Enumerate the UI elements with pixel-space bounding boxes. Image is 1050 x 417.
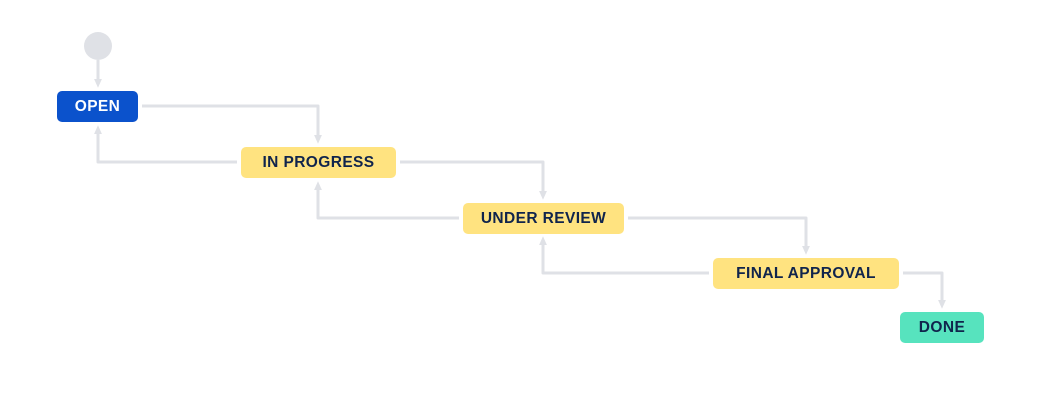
edge-in-progress-to-open	[94, 125, 237, 164]
status-node-open[interactable]: OPEN	[57, 91, 138, 122]
status-node-label: DONE	[918, 318, 966, 336]
edge-in-progress-to-under-review	[400, 160, 547, 200]
start-node	[84, 32, 112, 60]
edge-under-review-to-final-approval	[628, 216, 810, 255]
status-node-final-approval[interactable]: FINAL APPROVAL	[713, 258, 899, 289]
status-node-label: UNDER REVIEW	[480, 209, 607, 227]
status-node-done[interactable]: DONE	[900, 312, 984, 343]
edge-under-review-to-in-progress	[314, 181, 459, 220]
edge-final-approval-to-under-review	[539, 236, 709, 275]
status-node-label: FINAL APPROVAL	[736, 264, 876, 282]
status-node-in-progress[interactable]: IN PROGRESS	[241, 147, 396, 178]
status-node-label: IN PROGRESS	[262, 153, 375, 171]
edge-open-to-in-progress	[142, 104, 322, 144]
edge-final-approval-to-done	[903, 271, 946, 309]
status-node-label: OPEN	[74, 97, 121, 115]
status-node-under-review[interactable]: UNDER REVIEW	[463, 203, 624, 234]
